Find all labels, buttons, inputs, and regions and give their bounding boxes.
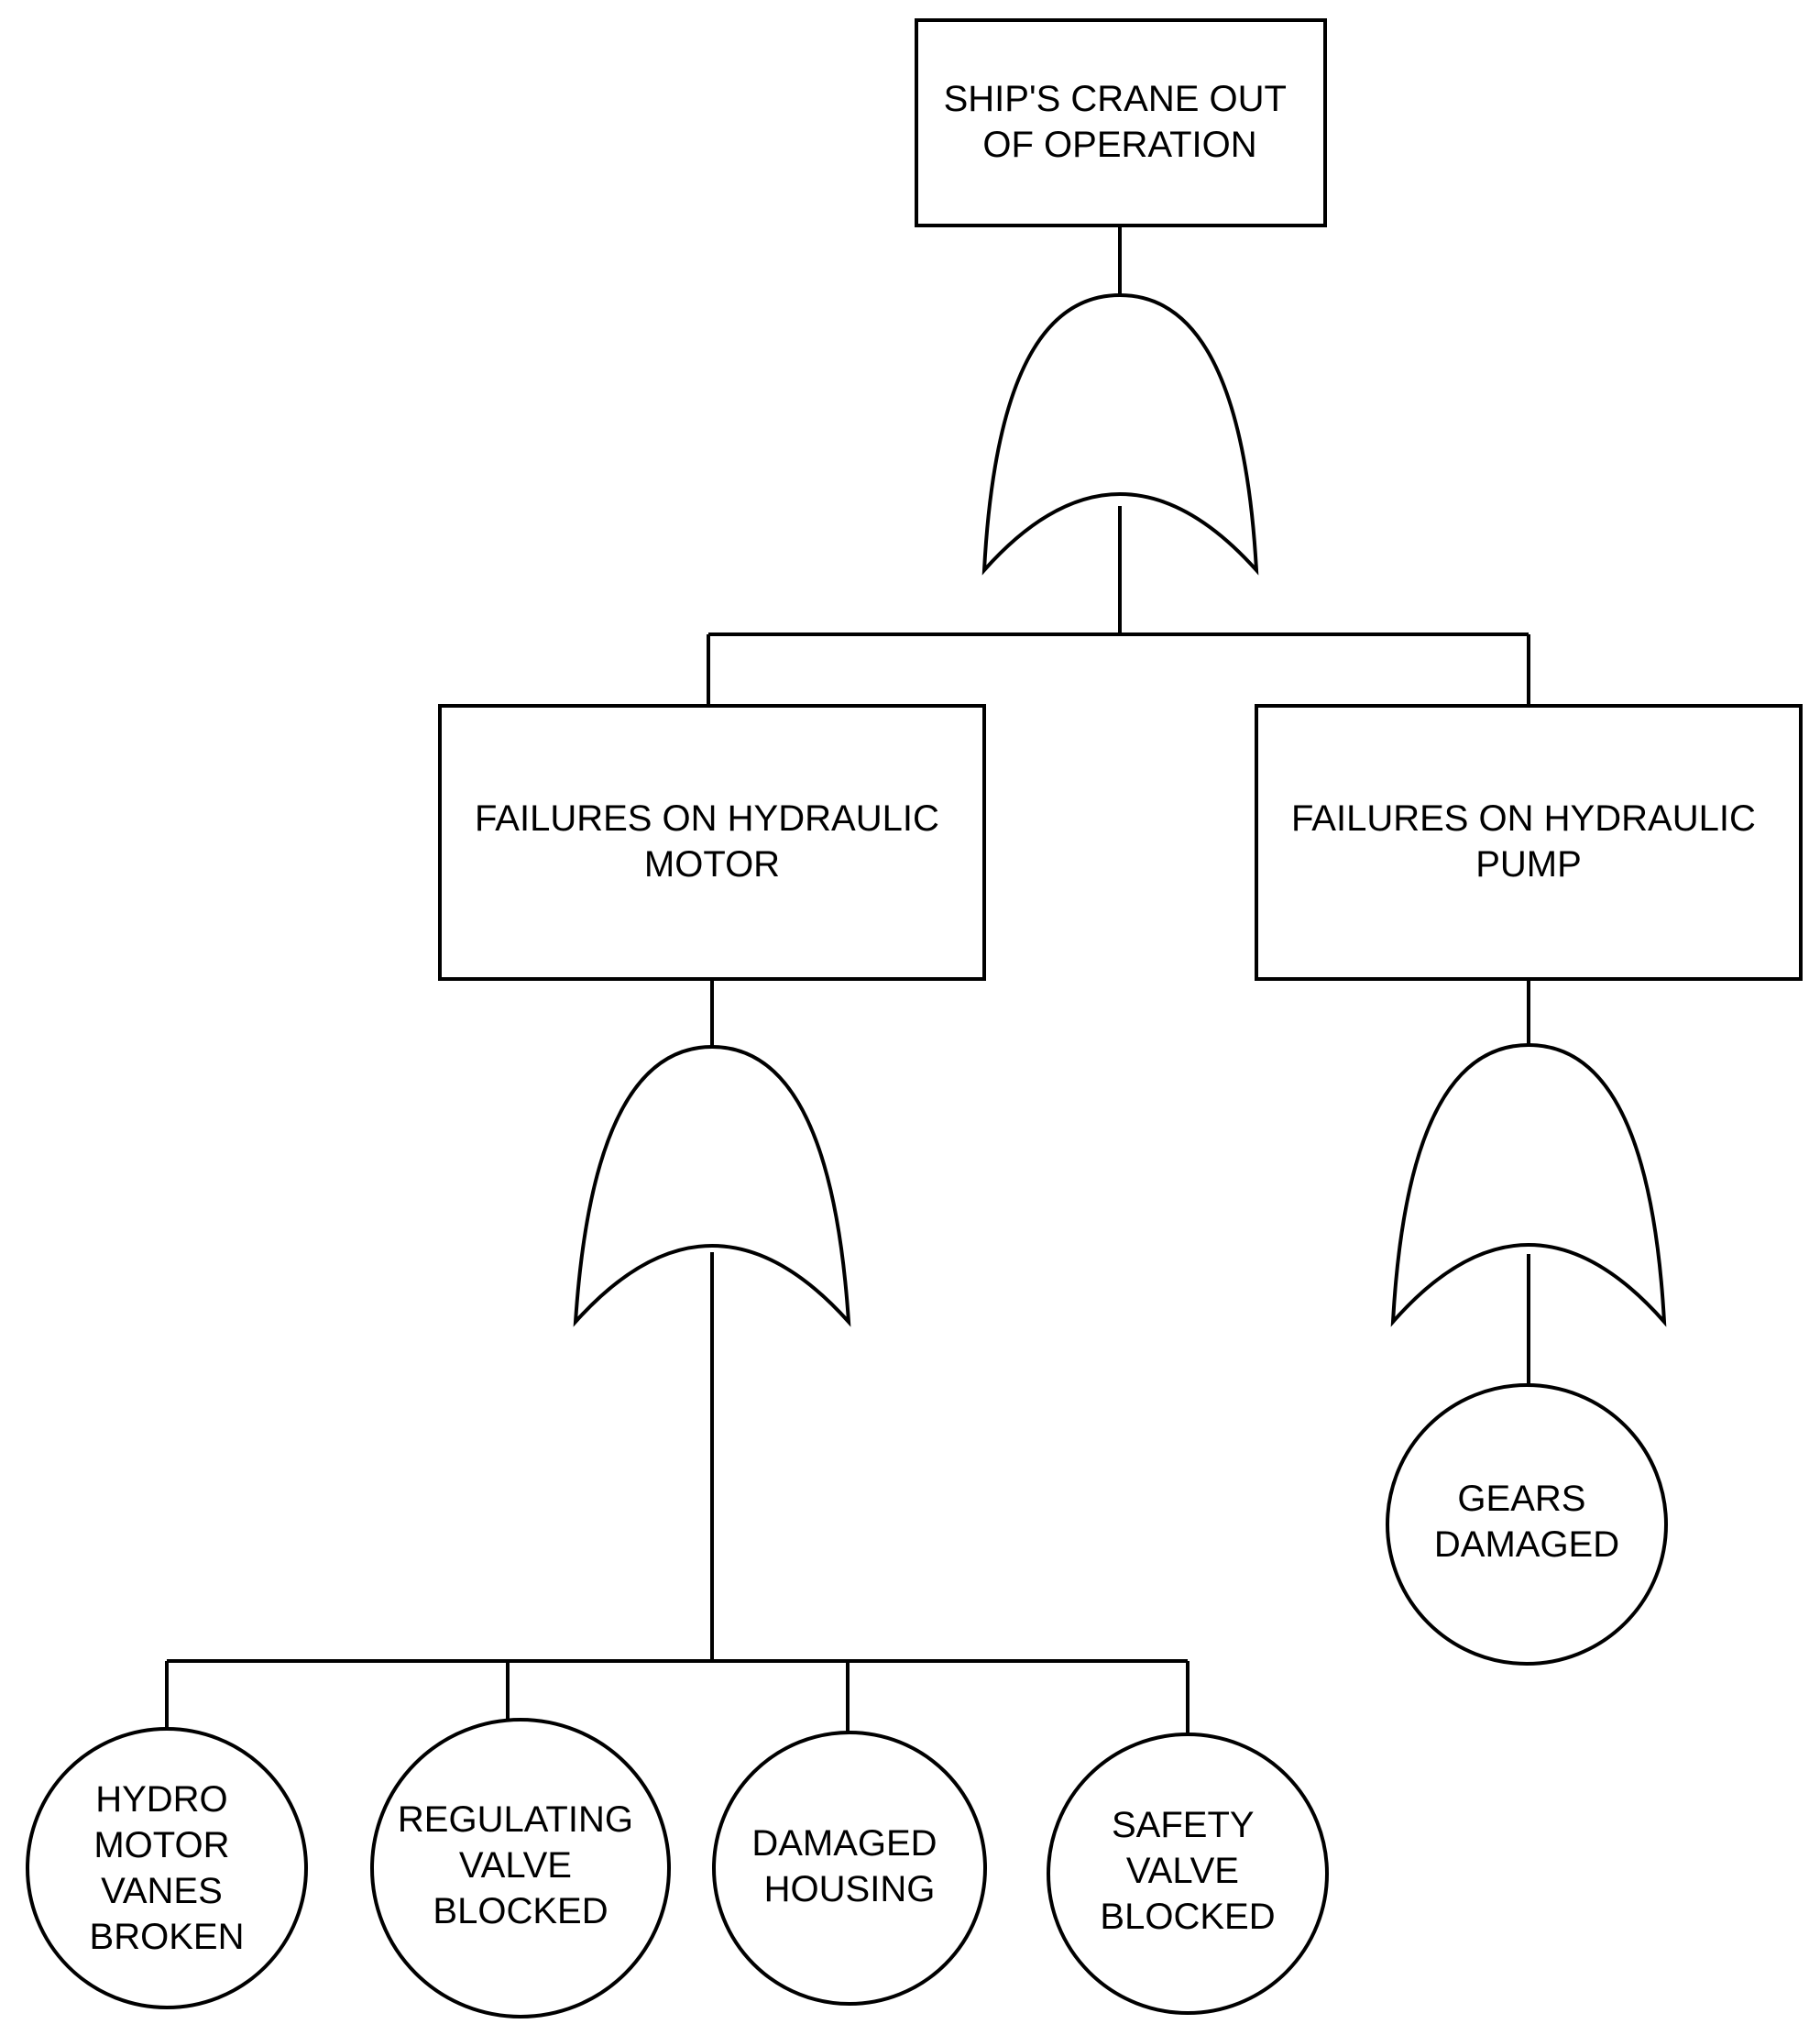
event-hydraulic-pump-line-1: FAILURES ON HYDRAULIC xyxy=(1291,798,1756,839)
damaged-housing-line-1: DAMAGED xyxy=(751,1823,937,1864)
basic-event-gears-damaged xyxy=(1386,1383,1668,1666)
connectors xyxy=(165,226,1530,1732)
safety-valve-line-2: VALVE xyxy=(1126,1851,1239,1891)
top-event-line-2: OF OPERATION xyxy=(982,125,1256,165)
or-gate-hydraulic-motor xyxy=(573,1044,851,1327)
basic-event-hydro-motor-vanes-broken-label: HYDRO MOTOR VANES BROKEN xyxy=(90,1779,245,1957)
gears-damaged-line-1: GEARS xyxy=(1457,1479,1585,1519)
basic-event-safety-valve-blocked xyxy=(1047,1732,1329,2015)
basic-event-regulating-valve-blocked xyxy=(370,1718,671,2018)
regulating-valve-line-1: REGULATING xyxy=(398,1799,633,1840)
event-hydraulic-motor-line-1: FAILURES ON HYDRAULIC xyxy=(475,798,939,839)
hydro-motor-line-2: MOTOR xyxy=(93,1825,229,1865)
top-event-line-1: SHIP'S CRANE OUT xyxy=(944,79,1287,119)
basic-event-regulating-valve-blocked-label: REGULATING VALVE BLOCKED xyxy=(398,1799,643,1931)
basic-event-damaged-housing-label: DAMAGED HOUSING xyxy=(751,1823,947,1909)
regulating-valve-line-2: VALVE xyxy=(459,1845,572,1886)
event-label-hydraulic-motor: FAILURES ON HYDRAULIC MOTOR xyxy=(475,798,949,885)
basic-event-damaged-housing xyxy=(712,1731,987,2006)
gears-damaged-line-2: DAMAGED xyxy=(1434,1524,1619,1565)
hydro-motor-line-4: BROKEN xyxy=(90,1917,245,1957)
basic-event-hydro-motor-vanes-broken xyxy=(26,1727,308,2009)
safety-valve-line-3: BLOCKED xyxy=(1100,1897,1275,1937)
event-box-hydraulic-pump xyxy=(1255,704,1803,981)
hydro-motor-line-1: HYDRO xyxy=(95,1779,227,1820)
event-box-hydraulic-motor xyxy=(438,704,986,981)
event-hydraulic-pump-line-2: PUMP xyxy=(1475,844,1582,885)
event-hydraulic-motor-line-2: MOTOR xyxy=(644,844,780,885)
top-event-box xyxy=(915,18,1327,227)
regulating-valve-line-3: BLOCKED xyxy=(433,1891,608,1931)
damaged-housing-line-2: HOUSING xyxy=(764,1869,936,1909)
event-label-hydraulic-pump: FAILURES ON HYDRAULIC PUMP xyxy=(1291,798,1766,885)
basic-event-safety-valve-blocked-label: SAFETY VALVE BLOCKED xyxy=(1100,1805,1275,1937)
hydro-motor-line-3: VANES xyxy=(101,1871,223,1911)
or-gate-hydraulic-pump xyxy=(1390,1042,1667,1327)
safety-valve-line-1: SAFETY xyxy=(1112,1805,1254,1845)
or-gate-top xyxy=(981,292,1259,576)
top-event-label: SHIP'S CRANE OUT OF OPERATION xyxy=(944,79,1297,165)
basic-event-gears-damaged-label: GEARS DAMAGED xyxy=(1434,1479,1619,1565)
